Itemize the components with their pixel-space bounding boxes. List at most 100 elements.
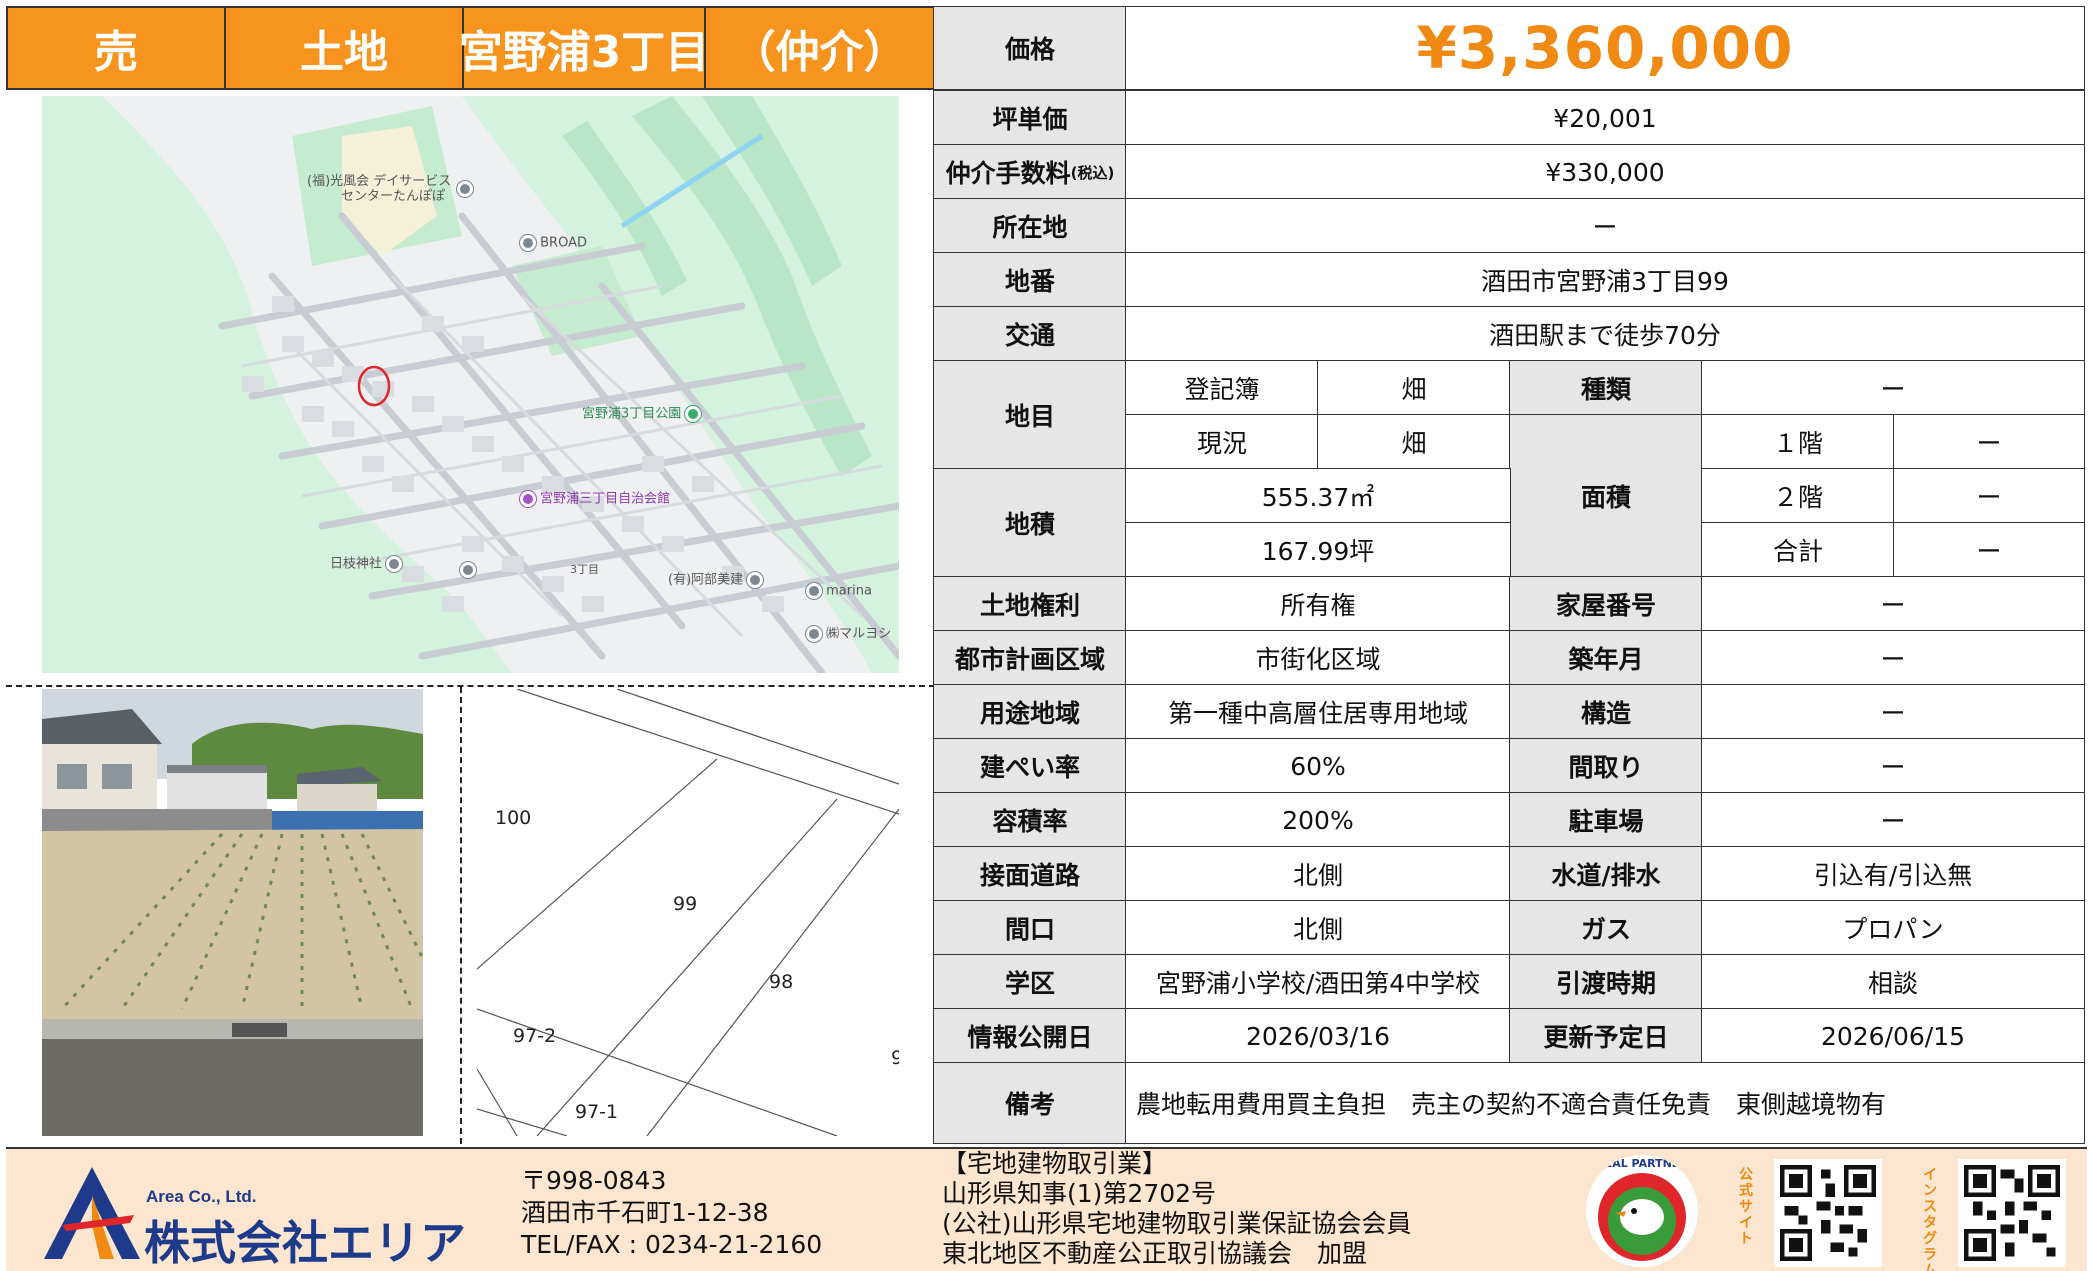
park-tree-icon	[685, 406, 702, 422]
lot-number: 97-2	[513, 1025, 557, 1047]
label-total: 合計	[1701, 522, 1895, 578]
lot-diagram-graphic	[477, 689, 899, 1136]
instagram-qr-code[interactable]	[1958, 1159, 2066, 1267]
label-gas: ガス	[1509, 900, 1703, 956]
label-city-plan: 都市計画区域	[933, 630, 1127, 686]
label-layout: 間取り	[1509, 738, 1703, 794]
map-graphic	[42, 96, 899, 673]
label-published: 情報公開日	[933, 1008, 1127, 1064]
value-far: 200%	[1125, 792, 1511, 848]
value-handover: 相談	[1701, 954, 2085, 1010]
label-fee-tax: (税込)	[1070, 163, 1115, 182]
value-frontage: 北側	[1125, 900, 1511, 956]
label-built: 築年月	[1509, 630, 1703, 686]
label-type: 種類	[1509, 360, 1703, 416]
label-current: 現況	[1125, 414, 1319, 470]
listing-header: 売 土地 宮野浦3丁目 （仲介）	[6, 6, 935, 90]
official-site-label: 公式サイト	[1739, 1167, 1753, 1247]
shrine-icon	[386, 556, 403, 572]
association-membership: (公社)山形県宅地建物取引業保証協会会員	[942, 1209, 1412, 1238]
label-lot: 地番	[933, 252, 1127, 308]
qr-code-icon	[1780, 1165, 1876, 1261]
value-price: ¥3,360,000	[1125, 6, 2085, 90]
footer: Area Co., Ltd. 株式会社エリア 〒998-0843 酒田市千石町1…	[6, 1147, 2087, 1271]
value-built: ー	[1701, 630, 2085, 686]
header-kind: 土地	[226, 8, 464, 88]
map-label-shrine-text: 日枝神社	[330, 556, 383, 572]
value-coverage: 60%	[1125, 738, 1511, 794]
official-site-qr-code[interactable]	[1774, 1159, 1882, 1267]
label-coverage: 建ぺい率	[933, 738, 1127, 794]
map-label-broad: BROAD	[520, 235, 587, 251]
label-water: 水道/排水	[1509, 846, 1703, 902]
map-label-marina-text: marina	[826, 583, 872, 599]
label-remarks: 備考	[933, 1062, 1127, 1144]
value-registry: 畑	[1317, 360, 1511, 416]
map-label-abe: (有)阿部美建	[668, 572, 764, 588]
company-logo-icon	[44, 1167, 140, 1259]
value-road: 北側	[1125, 846, 1511, 902]
site-photo-graphic	[42, 689, 423, 1136]
map-pin-icon	[806, 626, 822, 642]
value-next-update: 2026/06/15	[1701, 1008, 2085, 1064]
map-label-maruyoshi: ㈱マルヨシ	[806, 626, 891, 642]
map-label-park: 宮野浦3丁目公園	[582, 406, 702, 422]
map-label-chome: 3丁目	[570, 563, 599, 576]
value-zoning: 第一種中高層住居専用地域	[1125, 684, 1511, 740]
value-layout: ー	[1701, 738, 2085, 794]
label-fee: 仲介手数料(税込)	[933, 144, 1127, 200]
label-parking: 駐車場	[1509, 792, 1703, 848]
label-house-no: 家屋番号	[1509, 576, 1703, 632]
label-land-area: 地積	[933, 468, 1127, 578]
value-gas: プロパン	[1701, 900, 2085, 956]
school-icon	[460, 562, 476, 578]
value-type: ー	[1701, 360, 2085, 416]
map-label-shrine: 日枝神社	[330, 556, 403, 572]
section-divider-horizontal	[6, 685, 935, 687]
license-title: 【宅地建物取引業】	[942, 1149, 1168, 1178]
label-next-update: 更新予定日	[1509, 1008, 1703, 1064]
value-floor1: ー	[1893, 414, 2085, 470]
map-label-park-text: 宮野浦3丁目公園	[582, 406, 682, 422]
header-area: 宮野浦3丁目	[459, 8, 709, 88]
label-transit: 交通	[933, 306, 1127, 362]
value-floor2: ー	[1893, 468, 2085, 524]
map-label-hall: 宮野浦三丁目自治会館	[520, 491, 670, 507]
company-name: 株式会社エリア	[144, 1216, 466, 1270]
property-details-table: 価格 ¥3,360,000 坪単価 ¥20,001 仲介手数料(税込) ¥330…	[933, 6, 2085, 1144]
lot-number: 97-1	[575, 1101, 619, 1123]
tel-fax: TEL/FAX : 0234-21-2160	[521, 1230, 823, 1259]
value-total: ー	[1893, 522, 2085, 578]
map-label-maruyoshi-text: ㈱マルヨシ	[826, 626, 892, 642]
map-pin-icon	[457, 181, 473, 197]
lot-number: 99	[673, 893, 698, 915]
company-address: 〒998-0843 酒田市千石町1-12-38 TEL/FAX : 0234-2…	[521, 1165, 822, 1261]
map-label-service-center: (福)光風会 デイサービス センターたんぽぽ	[307, 174, 451, 204]
street-address: 酒田市千石町1-12-38	[521, 1198, 769, 1227]
value-house-no: ー	[1701, 576, 2085, 632]
map-label-abe-text: (有)阿部美建	[668, 572, 744, 588]
label-far: 容積率	[933, 792, 1127, 848]
label-floor2: ２階	[1701, 468, 1895, 524]
map-label-service-center-line1: (福)光風会 デイサービス	[307, 174, 452, 189]
map-label-broad-text: BROAD	[540, 235, 587, 251]
real-partner-text: REAL PARTNER	[1596, 1157, 1688, 1170]
map-label-hall-text: 宮野浦三丁目自治会館	[540, 491, 671, 507]
lot-number: 9	[891, 1047, 899, 1069]
company-name-en: Area Co., Ltd.	[146, 1187, 257, 1206]
value-structure: ー	[1701, 684, 2085, 740]
map-pin-icon	[520, 235, 536, 251]
label-fee-text: 仲介手数料	[945, 159, 1071, 188]
license-number: 山形県知事(1)第2702号	[942, 1179, 1217, 1208]
value-location: ー	[1125, 198, 2085, 254]
map-label-marina: marina	[806, 583, 872, 599]
map-pin-icon	[806, 583, 822, 599]
map-label-service-center-line2: センターたんぽぽ	[341, 189, 446, 204]
lot-number: 100	[495, 807, 532, 829]
site-photo	[42, 689, 423, 1136]
value-land-right: 所有権	[1125, 576, 1511, 632]
label-structure: 構造	[1509, 684, 1703, 740]
label-land-category: 地目	[933, 360, 1127, 470]
label-registry: 登記簿	[1125, 360, 1319, 416]
label-land-right: 土地権利	[933, 576, 1127, 632]
